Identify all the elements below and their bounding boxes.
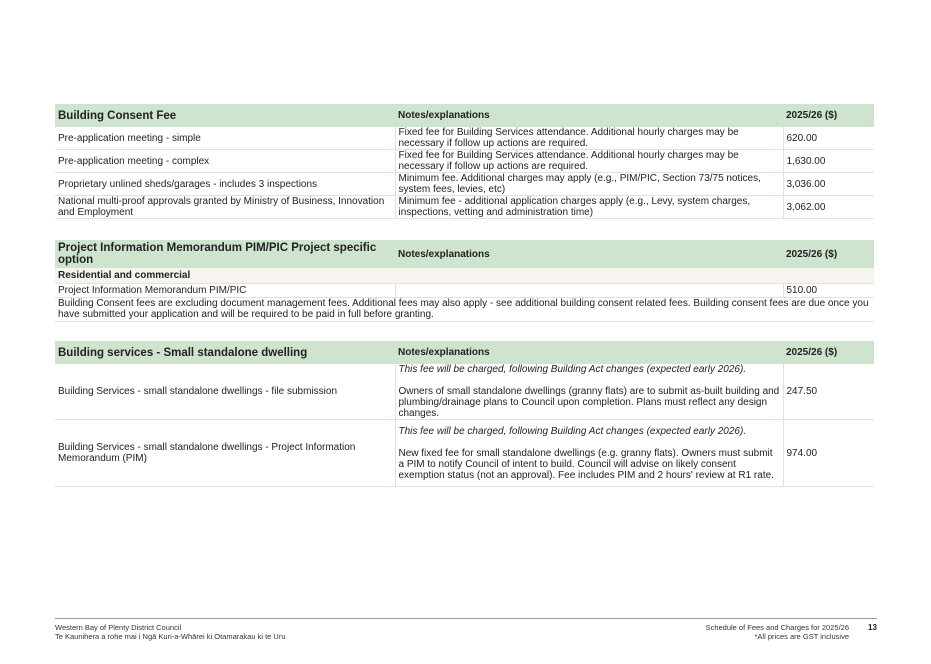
fee-item: Building Services - small standalone dwe…	[55, 419, 395, 487]
fee-notes	[394, 283, 783, 298]
table-row: Proprietary unlined sheds/garages - incl…	[55, 172, 874, 196]
fee-notes: Owners of small standalone dwellings (gr…	[398, 386, 780, 419]
table-note-row: Building Consent fees are excluding docu…	[55, 297, 874, 322]
notes-column-header: Notes/explanations	[395, 104, 783, 127]
fee-notes-italic: This fee will be charged, following Buil…	[398, 364, 747, 375]
fee-item: Pre-application meeting - complex	[55, 149, 395, 173]
fee-amount: 3,036.00	[782, 172, 874, 196]
notes-column-header: Notes/explanations	[395, 341, 783, 364]
table-row: Project Information Memorandum PIM/PIC 5…	[55, 283, 874, 298]
table-title: Project Information Memorandum PIM/PIC P…	[55, 240, 395, 268]
fee-notes: New fixed fee for small standalone dwell…	[398, 447, 774, 481]
footer-org-maori: Te Kaunihera a rohe mai i Ngā Kuri-a-Whā…	[55, 632, 286, 641]
table-row: Building Services - small standalone dwe…	[55, 419, 874, 487]
table-title: Building Consent Fee	[55, 104, 395, 127]
notes-spacer	[399, 375, 780, 386]
table-header-row: Project Information Memorandum PIM/PIC P…	[55, 240, 874, 268]
fee-item: Proprietary unlined sheds/garages - incl…	[55, 172, 395, 196]
table-row: Building Services - small standalone dwe…	[55, 364, 874, 420]
fee-notes: Minimum fee. Additional charges may appl…	[394, 172, 783, 196]
table-subheader: Residential and commercial	[55, 268, 874, 284]
fee-item: Pre-application meeting - simple	[55, 127, 395, 150]
fee-notes: Fixed fee for Building Services attendan…	[394, 127, 783, 150]
footer-gst-note: *All prices are GST inclusive	[754, 632, 849, 641]
table-title: Building services - Small standalone dwe…	[55, 341, 395, 364]
fee-amount: 247.50	[782, 364, 874, 420]
small-standalone-dwelling-fee-table: Building services - Small standalone dwe…	[55, 341, 874, 487]
fee-column-header: 2025/26 ($)	[783, 104, 874, 127]
table-note: Building Consent fees are excluding docu…	[55, 297, 874, 322]
fee-amount: 510.00	[782, 283, 874, 298]
fee-amount: 1,630.00	[782, 149, 874, 173]
table-row: National multi-proof approvals granted b…	[55, 195, 874, 219]
fee-item: Project Information Memorandum PIM/PIC	[55, 283, 395, 298]
footer-divider	[55, 618, 877, 619]
fee-amount: 974.00	[782, 419, 874, 487]
fee-notes-cell: This fee will be charged, following Buil…	[394, 364, 783, 420]
notes-spacer	[399, 437, 780, 448]
notes-column-header: Notes/explanations	[395, 240, 783, 268]
table-subheader-row: Residential and commercial	[55, 268, 874, 284]
table-header-row: Building services - Small standalone dwe…	[55, 341, 874, 364]
table-row: Pre-application meeting - simple Fixed f…	[55, 127, 874, 150]
footer-document-title: Schedule of Fees and Charges for 2025/26	[705, 623, 849, 632]
footer-organisation: Western Bay of Plenty District Council T…	[55, 623, 286, 641]
page-number: 13	[868, 623, 877, 632]
fee-notes-cell: This fee will be charged, following Buil…	[394, 419, 783, 487]
fee-item: National multi-proof approvals granted b…	[55, 195, 395, 219]
fee-notes: Minimum fee - additional application cha…	[394, 195, 783, 219]
table-row: Pre-application meeting - complex Fixed …	[55, 149, 874, 173]
fee-item: Building Services - small standalone dwe…	[55, 364, 395, 420]
fee-amount: 620.00	[782, 127, 874, 150]
building-consent-fee-table: Building Consent Fee Notes/explanations …	[55, 104, 874, 219]
footer-org-english: Western Bay of Plenty District Council	[55, 623, 182, 632]
fee-notes: Fixed fee for Building Services attendan…	[394, 149, 783, 173]
fee-column-header: 2025/26 ($)	[783, 240, 874, 268]
pim-pic-fee-table: Project Information Memorandum PIM/PIC P…	[55, 240, 874, 322]
fee-amount: 3,062.00	[782, 195, 874, 219]
fee-notes-italic: This fee will be charged, following Buil…	[398, 425, 747, 437]
table-header-row: Building Consent Fee Notes/explanations …	[55, 104, 874, 127]
footer-document-info: Schedule of Fees and Charges for 2025/26…	[706, 623, 849, 641]
fee-column-header: 2025/26 ($)	[783, 341, 874, 364]
